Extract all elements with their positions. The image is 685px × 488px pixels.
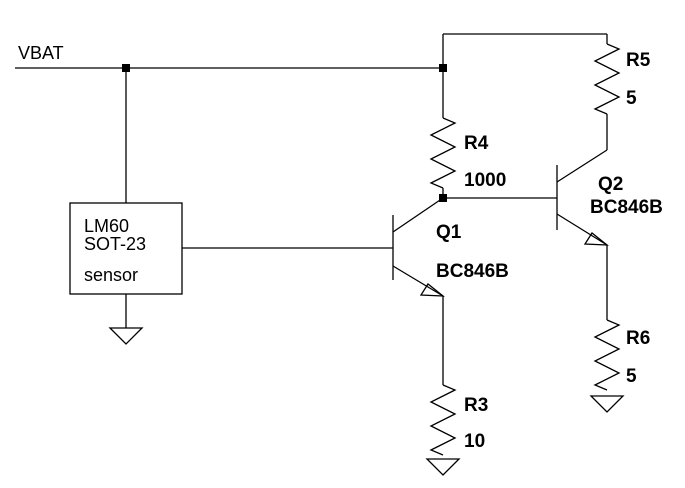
- resistor-icon: [593, 319, 621, 391]
- ground-icon: [108, 327, 144, 345]
- resistor-icon: [593, 43, 621, 115]
- resistor-icon: [429, 117, 457, 189]
- junction-dot-icon: [122, 64, 130, 72]
- sensor-type-label: sensor: [84, 265, 138, 285]
- r4-ref-label: R4: [464, 133, 489, 154]
- q2-ref-label: Q2: [598, 174, 623, 195]
- r6-ref-label: R6: [626, 328, 650, 349]
- vbat-label: VBAT: [18, 43, 64, 63]
- r3-value-label: 10: [464, 431, 485, 452]
- r5-value-label: 5: [626, 88, 637, 109]
- ground-icon: [425, 458, 461, 476]
- sensor-name-label: LM60: [84, 216, 129, 236]
- ground-icon: [589, 395, 625, 413]
- q1-part-label: BC846B: [436, 261, 509, 282]
- q2-part-label: BC846B: [590, 197, 663, 218]
- r4-value-label: 1000: [464, 170, 506, 191]
- resistor-icon: [429, 384, 457, 456]
- r3-ref-label: R3: [464, 395, 488, 416]
- npn-transistor-icon: [392, 197, 445, 297]
- npn-transistor-icon: [556, 149, 609, 246]
- q1-ref-label: Q1: [436, 222, 462, 243]
- r5-ref-label: R5: [626, 50, 651, 71]
- r6-value-label: 5: [626, 366, 637, 387]
- sensor-package-label: SOT-23: [84, 234, 146, 254]
